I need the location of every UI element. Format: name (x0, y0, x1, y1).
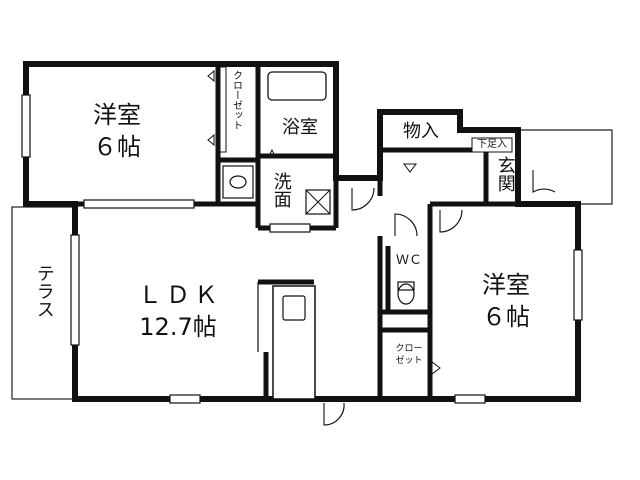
western-room-right-size: ６帖 (482, 303, 530, 331)
bath-label: 浴室 (282, 117, 318, 138)
western-room-right-name: 洋室 (482, 271, 530, 299)
terrace-label: テラス (33, 264, 55, 318)
ldk-size: 12.7帖 (139, 313, 217, 341)
bath-door-mark (267, 148, 277, 159)
closet-bottom-door-mark (431, 361, 441, 375)
western-room-left-name: 洋室 (93, 101, 141, 129)
toilet-tank (397, 281, 415, 291)
western-room-left-size: ６帖 (93, 133, 141, 161)
wash-basin (222, 165, 254, 199)
ldk-name: ＬＤＫ (138, 281, 222, 309)
closet-top-label: クローゼット (230, 70, 242, 130)
wc-label: ＷＣ (395, 253, 422, 268)
shoe-rack-label: 下足入 (477, 139, 507, 150)
basin-bowl (229, 175, 247, 189)
closet-bottom-line2: ゼット (395, 356, 423, 366)
entrance-label: 玄関 (494, 156, 516, 192)
windows (21, 94, 583, 404)
storage-door-mark (403, 163, 417, 173)
kitchen-counter (272, 285, 316, 400)
entrance-porch-outline (518, 129, 613, 205)
washing-machine-area (305, 189, 331, 215)
bathtub (267, 71, 327, 101)
shoe-rack (471, 137, 513, 153)
storage-label: 物入 (403, 121, 439, 142)
washroom-label: 洗面 (270, 172, 292, 208)
closet-top (219, 66, 227, 153)
kitchen-sink (282, 295, 306, 321)
door-swings (323, 170, 556, 426)
toilet-bowl (397, 283, 415, 305)
closet-bottom-line1: クロー (395, 344, 423, 354)
